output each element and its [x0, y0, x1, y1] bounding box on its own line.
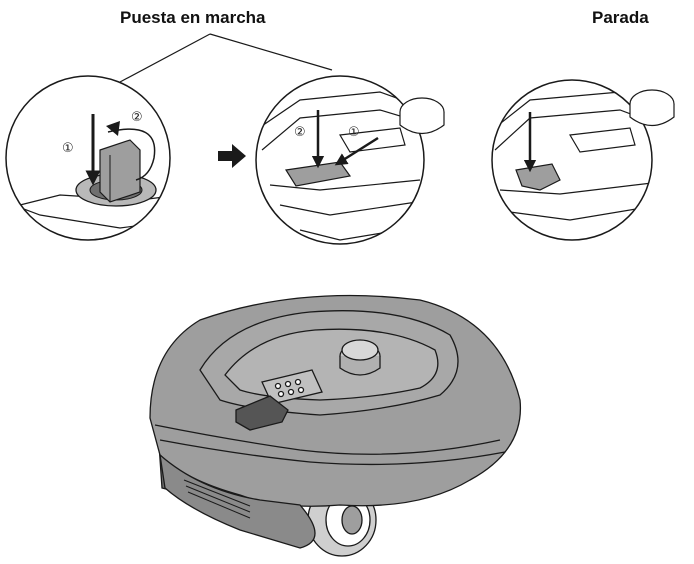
heading-bracket	[119, 33, 333, 83]
detail-circle-press-start: ② ①	[255, 75, 445, 245]
stop-heading: Parada	[592, 8, 649, 27]
step-marker-2b: ②	[294, 125, 306, 140]
step-marker-1b: ①	[348, 125, 360, 140]
right-arrow-icon	[218, 144, 246, 168]
step-marker-2: ②	[131, 110, 143, 125]
detail-circle-press-stop	[491, 79, 675, 241]
detail-circle-insert-key: ① ②	[5, 75, 171, 241]
robotic-mower	[149, 294, 522, 557]
curved-arrow-icon	[107, 128, 156, 181]
key-shape	[99, 139, 141, 203]
step-marker-1: ①	[62, 141, 74, 156]
start-heading: Puesta en marcha	[120, 8, 266, 27]
